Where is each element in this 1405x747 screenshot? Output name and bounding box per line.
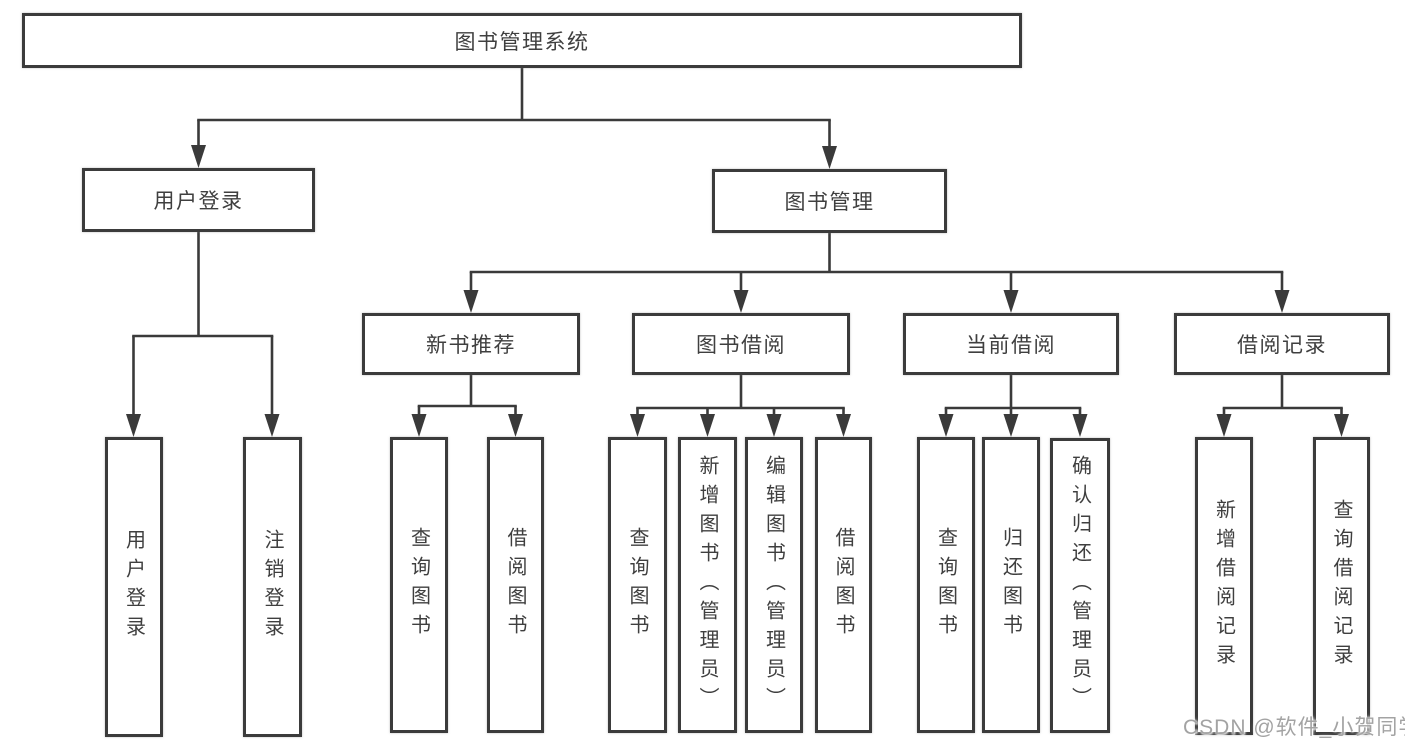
arrowhead-down-icon [264,414,280,437]
leaf-query-books-current: 查询图书 [917,437,975,733]
node-user-login: 用户登录 [82,168,315,232]
node-book-borrow: 图书借阅 [632,313,850,375]
arrowhead-down-icon [822,146,837,169]
arrowhead-down-icon [836,414,851,437]
arrowhead-down-icon [1334,414,1349,437]
arrowhead-down-icon [191,145,206,168]
arrowhead-down-icon [1216,414,1232,437]
leaf-logout: 注销登录 [243,437,302,737]
arrowhead-down-icon [938,414,954,437]
leaf-add-book-admin: 新增图书（管理员） [678,437,737,733]
leaf-edit-book-admin: 编辑图书（管理员） [745,437,803,733]
node-new-book-recommend: 新书推荐 [362,313,580,375]
node-root: 图书管理系统 [22,13,1022,68]
arrowhead-down-icon [508,414,523,437]
arrowhead-down-icon [1003,290,1019,313]
arrowhead-down-icon [733,290,749,313]
leaf-add-borrow-record: 新增借阅记录 [1195,437,1253,735]
arrowhead-down-icon [126,414,141,437]
watermark: CSDN @软件_小贺同学 [1183,716,1405,739]
leaf-query-books-borrow: 查询图书 [608,437,667,733]
arrowhead-down-icon [1274,290,1290,313]
arrowhead-down-icon [766,414,782,437]
arrowhead-down-icon [1072,414,1088,437]
leaf-user-login: 用户登录 [105,437,163,737]
leaf-return-book: 归还图书 [982,437,1040,733]
leaf-borrow-books-recommend: 借阅图书 [487,437,544,733]
arrowhead-down-icon [463,290,479,313]
arrowhead-down-icon [700,414,715,437]
leaf-query-books-recommend: 查询图书 [390,437,448,733]
leaf-query-borrow-record: 查询借阅记录 [1313,437,1370,735]
node-book-management: 图书管理 [712,169,947,233]
node-current-borrow: 当前借阅 [903,313,1119,375]
leaf-confirm-return-admin: 确认归还（管理员） [1050,438,1110,733]
arrowhead-down-icon [630,414,645,437]
arrowhead-down-icon [411,414,427,437]
leaf-borrow-books: 借阅图书 [815,437,872,733]
arrowhead-down-icon [1003,414,1019,437]
node-borrow-records: 借阅记录 [1174,313,1390,375]
